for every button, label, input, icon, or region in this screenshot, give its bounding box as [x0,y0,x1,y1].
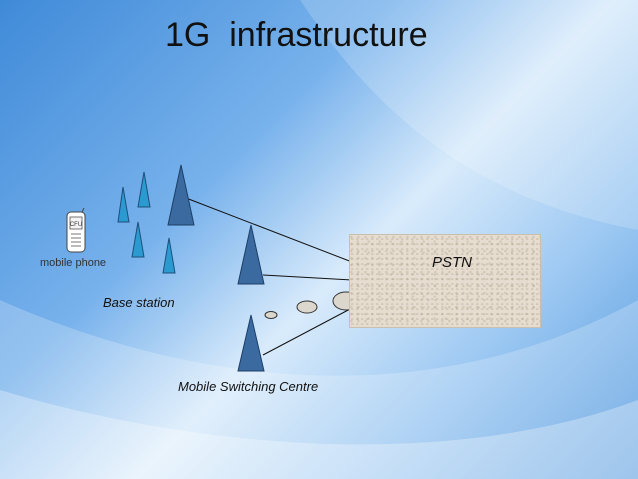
bubble-small [264,311,278,319]
base-station-label: Base station [103,295,175,310]
mobile-phone-label: mobile phone [40,257,107,269]
small-tower-icon [137,171,151,208]
msc-tower-icon [237,314,265,372]
phone-screen-text: CFU [70,222,82,228]
msc-label: Mobile Switching Centre [178,379,319,394]
link-tower-1-pstn [185,197,353,263]
base-station-tower-icon [237,224,265,285]
slide-title: 1G infrastructure [165,16,428,54]
mobile-phone-icon: CFU [66,208,86,253]
small-tower-icon [117,186,130,223]
pstn-box [349,234,541,328]
link-msc-pstn [262,307,353,356]
base-station-tower-icon [167,164,195,226]
small-tower-icon [131,221,145,258]
pstn-label: PSTN [432,254,473,271]
bubble-medium [296,300,318,314]
small-tower-icon [162,237,176,274]
link-tower-2-pstn [262,274,353,281]
